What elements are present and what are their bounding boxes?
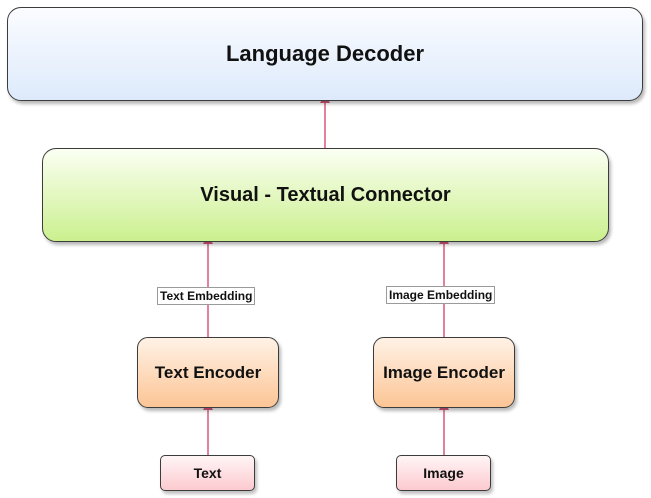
connector-label: Visual - Textual Connector: [200, 183, 451, 206]
image-input-label: Image: [423, 465, 464, 481]
text-input-label: Text: [193, 465, 222, 481]
language-decoder-box: Language Decoder: [7, 7, 643, 101]
text-embedding-edge-label: Text Embedding: [157, 287, 256, 305]
text-encoder-label: Text Encoder: [154, 362, 262, 382]
text-input-box: Text: [160, 455, 255, 491]
visual-textual-connector-box: Visual - Textual Connector: [42, 148, 609, 242]
language-decoder-label: Language Decoder: [225, 41, 425, 66]
image-encoder-label: Image Encoder: [383, 362, 505, 382]
image-embedding-edge-label: Image Embedding: [386, 286, 496, 304]
image-encoder-box: Image Encoder: [373, 337, 515, 408]
image-input-box: Image: [396, 455, 491, 491]
text-encoder-box: Text Encoder: [137, 337, 279, 408]
